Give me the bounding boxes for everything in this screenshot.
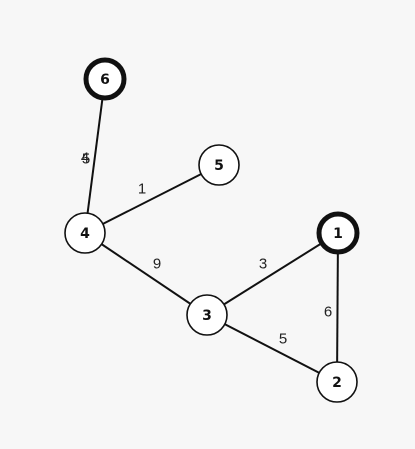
edge-3-2 bbox=[206, 314, 338, 383]
node-label-4: 4 bbox=[80, 226, 90, 242]
edge-weight-label-4-6-1: 4 bbox=[81, 150, 89, 167]
edge-4-6 bbox=[84, 78, 106, 234]
node-circle-4[interactable] bbox=[64, 212, 106, 254]
edge-3-1 bbox=[206, 232, 339, 316]
node-2[interactable]: 2 bbox=[316, 361, 358, 403]
edges-layer bbox=[84, 78, 339, 383]
edge-1-2 bbox=[336, 232, 339, 383]
node-label-3: 3 bbox=[202, 308, 212, 324]
node-label-1: 1 bbox=[333, 226, 343, 242]
node-circle-1[interactable] bbox=[316, 211, 360, 255]
node-circle-3[interactable] bbox=[186, 294, 228, 336]
edge-4-3 bbox=[84, 232, 208, 316]
node-5[interactable]: 5 bbox=[198, 144, 240, 186]
node-label-2: 2 bbox=[332, 375, 342, 391]
node-1[interactable]: 1 bbox=[316, 211, 360, 255]
node-4[interactable]: 4 bbox=[64, 212, 106, 254]
edge-weight-label-4-5: 1 bbox=[138, 181, 146, 198]
node-circle-5[interactable] bbox=[198, 144, 240, 186]
edge-weight-label-4-3: 9 bbox=[153, 256, 161, 273]
node-6[interactable]: 6 bbox=[83, 57, 127, 101]
node-circle-6[interactable] bbox=[83, 57, 127, 101]
node-3[interactable]: 3 bbox=[186, 294, 228, 336]
node-circle-2[interactable] bbox=[316, 361, 358, 403]
node-label-5: 5 bbox=[214, 158, 224, 174]
edge-weight-label-4-6-2: 5 bbox=[82, 151, 90, 168]
edge-weight-label-3-1: 3 bbox=[259, 256, 267, 273]
edge-weight-label-3-2: 5 bbox=[279, 331, 287, 348]
node-label-6: 6 bbox=[100, 72, 110, 88]
edge-4-5 bbox=[84, 164, 220, 234]
edge-weight-label-1-2: 6 bbox=[324, 304, 332, 321]
